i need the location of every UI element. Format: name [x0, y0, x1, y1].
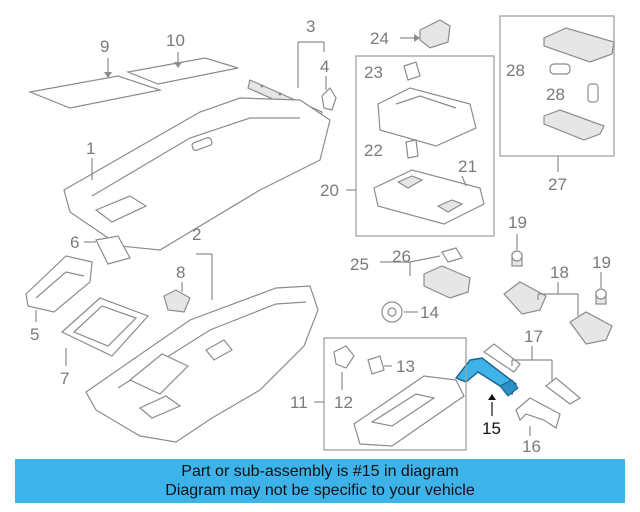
callout-10: 10	[166, 31, 185, 50]
screw-19a	[511, 250, 523, 267]
group-box-27	[499, 15, 615, 157]
visor-clip-12	[333, 345, 355, 369]
bracket-18	[503, 281, 613, 345]
banner-line-2: Diagram may not be specific to your vehi…	[165, 482, 475, 499]
sun-visor-11	[353, 375, 465, 447]
callout-1: 1	[86, 139, 95, 158]
callout-27: 27	[548, 175, 567, 194]
lamp-assembly-25	[423, 265, 471, 299]
console-assembly-20	[373, 87, 485, 225]
callout-9: 9	[100, 37, 109, 56]
callout-4: 4	[320, 57, 329, 76]
clip-4	[321, 87, 337, 111]
callout-7: 7	[60, 369, 69, 388]
parts-diagram: 1 2 3 4 5 6 7 8 9 10 11 12 13 14 15 16 1…	[25, 15, 615, 456]
clip-8	[163, 289, 191, 313]
headliner-2	[85, 285, 319, 443]
sunroof-trim-7	[60, 297, 150, 357]
callout-20: 20	[320, 181, 339, 200]
lamp-24	[419, 19, 451, 49]
banner-line-1: Part or sub-assembly is #15 in diagram	[181, 463, 459, 480]
lamp-housing-5	[25, 255, 93, 313]
callout-21: 21	[458, 157, 477, 176]
info-banner: Part or sub-assembly is #15 in diagram D…	[15, 459, 625, 503]
callout-28a: 28	[506, 61, 525, 80]
callout-18: 18	[550, 263, 569, 282]
callout-26: 26	[392, 247, 411, 266]
visor-holder-13	[367, 355, 385, 375]
clip-14	[381, 301, 403, 323]
callout-14: 14	[420, 303, 439, 322]
callout-8: 8	[176, 263, 185, 282]
callout-23: 23	[364, 63, 383, 82]
screw-19b	[595, 288, 607, 305]
bracket-6	[95, 235, 131, 265]
callout-6: 6	[70, 233, 79, 252]
grab-handle-17	[482, 343, 582, 405]
sunshade-panel-9	[27, 75, 163, 109]
callout-3: 3	[306, 17, 315, 36]
callout-13: 13	[396, 357, 415, 376]
callout-19b: 19	[592, 253, 611, 272]
grab-handle-15-highlighted	[454, 357, 519, 397]
bulb-22	[405, 139, 419, 159]
sunshade-panel-10	[125, 57, 239, 85]
callout-24: 24	[370, 29, 389, 48]
callout-2: 2	[192, 225, 201, 244]
callout-28b: 28	[546, 85, 565, 104]
callout-16: 16	[522, 437, 541, 456]
callout-22: 22	[364, 141, 383, 160]
callout-25: 25	[350, 255, 369, 274]
switch-23	[403, 61, 421, 81]
callout-17: 17	[524, 327, 543, 346]
callout-12: 12	[334, 393, 353, 412]
callout-15: 15	[482, 419, 501, 438]
group-box-11	[323, 337, 467, 451]
bulb-28	[549, 63, 599, 103]
headliner-1	[63, 97, 331, 251]
callout-19a: 19	[508, 213, 527, 232]
callout-5: 5	[30, 325, 39, 344]
lamp-26	[441, 247, 463, 263]
grab-handle-16	[515, 397, 561, 429]
callout-11: 11	[290, 393, 308, 412]
group-box-20	[355, 55, 495, 237]
map-lamp-27	[543, 27, 615, 141]
